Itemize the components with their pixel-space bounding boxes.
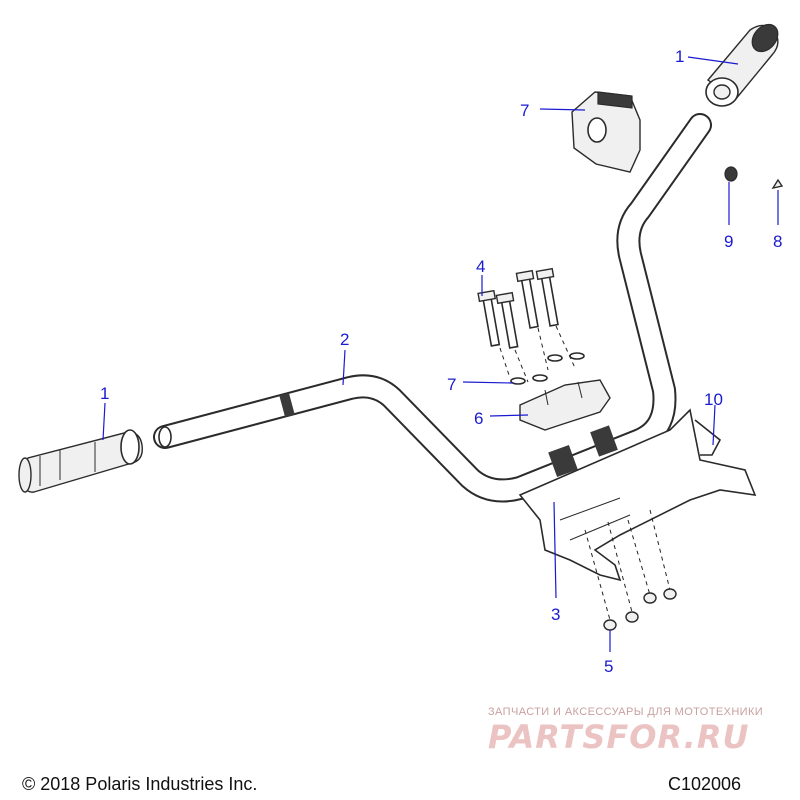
callout-grip-left: 1 [100,384,109,403]
right-grip [705,23,779,107]
callout-handlebar-2: 2 [340,330,349,349]
mounting-bracket [518,408,757,582]
left-grip [18,429,143,493]
callout-nut-9: 9 [724,232,733,251]
callout-bracket-10: 10 [704,390,723,409]
washers [510,352,585,385]
diagram-code: C102006 [668,774,742,794]
copyright-text: © 2018 Polaris Industries Inc. [22,774,258,794]
callout-clamp-6: 6 [474,409,483,428]
switch-housing [571,91,641,173]
handlebar [153,113,712,503]
flange-nuts [603,588,677,631]
callout-screw-8: 8 [773,232,782,251]
callout-nuts-5: 5 [604,657,613,676]
nut-9 [724,166,738,182]
knurl-left [279,393,295,417]
callout-grip-right: 1 [675,47,684,66]
callout-bolts-4: 4 [476,257,485,276]
watermark-tagline: ЗАПЧАСТИ И АКСЕССУАРЫ ДЛЯ МОТОТЕХНИКИ [488,706,764,718]
knurl-center [548,425,618,477]
bolts [477,267,559,349]
leader-lines [102,56,779,652]
upper-clamp [519,379,611,431]
watermark-logo: PARTSFOR.RU [488,718,750,756]
screw-8 [771,178,784,190]
callout-switch-housing: 7 [520,101,529,120]
callout-mount-3: 3 [551,605,560,624]
callout-washers-7: 7 [447,375,456,394]
